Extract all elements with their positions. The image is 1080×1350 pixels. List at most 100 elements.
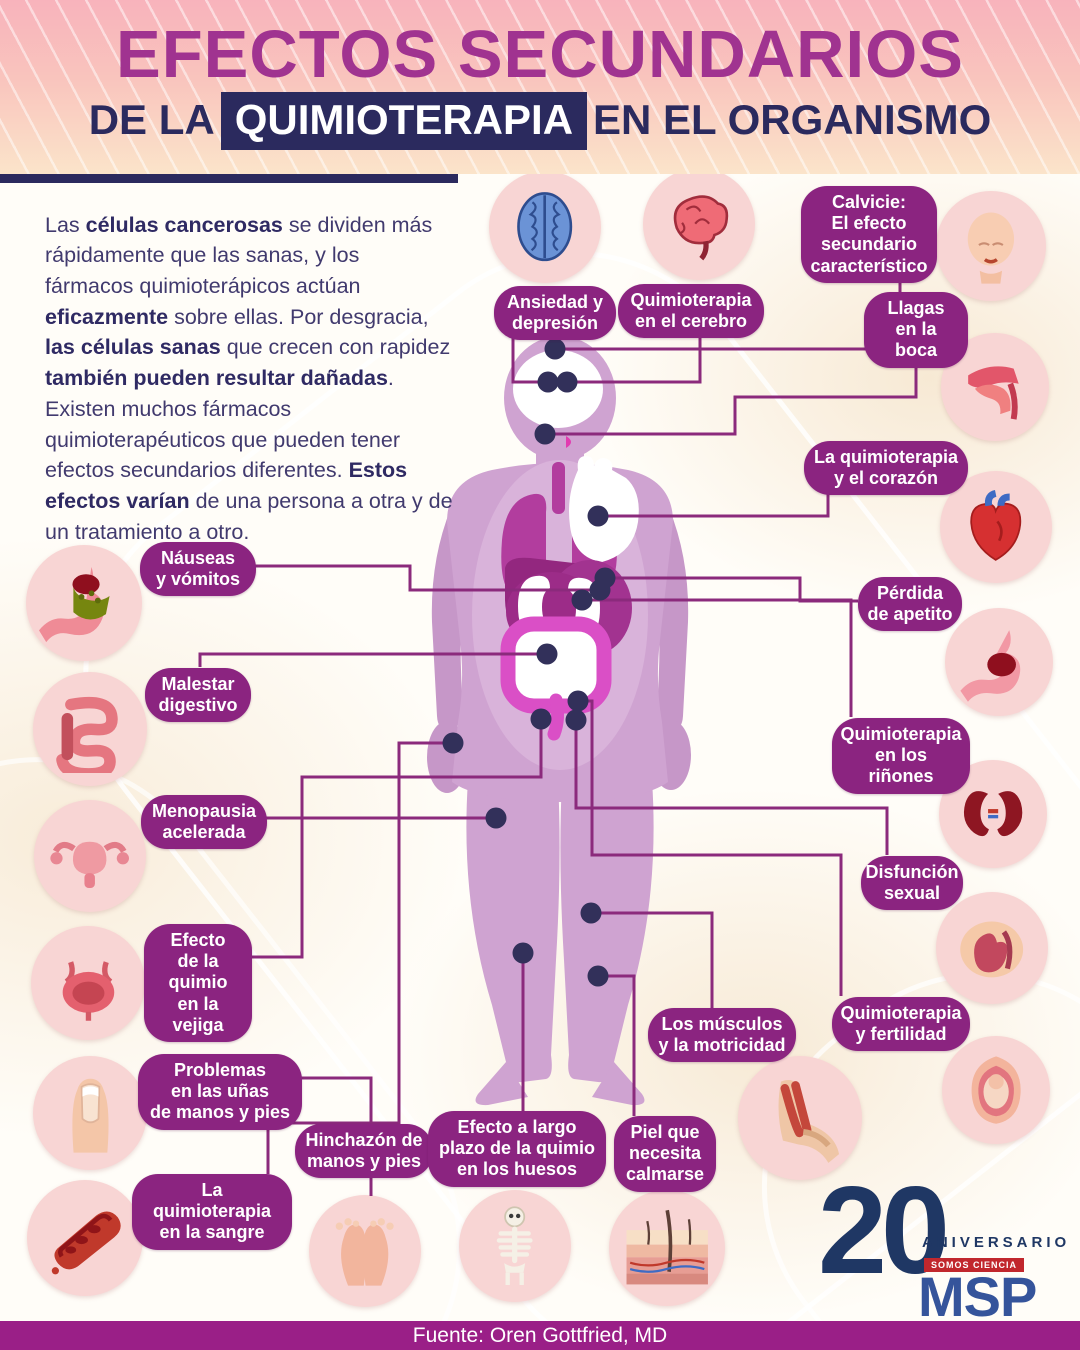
body-point	[530, 708, 552, 730]
organ-circle-skin-layers	[609, 1190, 725, 1306]
organ-circle-skeleton	[459, 1190, 571, 1302]
organ-circle-brain-top	[489, 171, 601, 283]
callout-vejiga: Efecto de la quimio en la vejiga	[144, 924, 252, 1043]
body-point	[534, 423, 556, 445]
intro-segment: . Existen muchos fármacos quimioterapéut…	[45, 366, 401, 483]
organ-circle-muscle-arm	[738, 1056, 862, 1180]
callout-nauseas: Náuseas y vómitos	[140, 542, 256, 597]
callout-ansiedad: Ansiedad y depresión	[494, 286, 616, 341]
intro-segment: Las	[45, 212, 86, 237]
mouth-throat-icon	[968, 366, 1019, 420]
fingernail-icon	[71, 1078, 109, 1153]
connector-line-musculos	[598, 974, 636, 1116]
page-title: EFECTOS SECUNDARIOS	[116, 17, 964, 92]
intestines-icon	[55, 696, 118, 774]
intro-segment: las células sanas	[45, 335, 221, 360]
body-point	[587, 965, 609, 987]
organ-circle-stomach-nausea	[26, 545, 142, 661]
brain-top-icon	[517, 192, 573, 262]
organ-circle-fingernail	[33, 1056, 147, 1170]
callout-piel: Piel que necesita calmarse	[614, 1116, 716, 1192]
kidneys-icon	[963, 791, 1023, 837]
intro-segment: de una persona a otra y de un tratamient…	[45, 489, 453, 544]
organ-circle-blood-vessel	[27, 1180, 143, 1296]
body-point	[580, 902, 602, 924]
connector-line-fertilidad	[198, 652, 547, 667]
body-point	[565, 709, 587, 731]
pelvis-icon	[960, 921, 1024, 978]
bald-head-icon	[967, 212, 1015, 284]
subtitle-post: EN EL ORGANISMO	[593, 96, 992, 143]
body-point	[589, 579, 611, 601]
intro-segment: se dividen más rápidamente que las sanas…	[45, 212, 433, 298]
connector-line-piel	[591, 911, 714, 1008]
callout-rinones: Quimioterapia en los riñones	[832, 718, 970, 794]
callout-sangre: La quimioterapia en la sangre	[132, 1174, 292, 1250]
organ-circle-feet	[309, 1195, 421, 1307]
connector-line-malestar-digestivo	[250, 719, 543, 959]
connector-line-ansiedad	[511, 334, 548, 384]
subtitle-highlight: QUIMIOTERAPIA	[220, 92, 588, 150]
organ-circle-pelvis	[936, 892, 1048, 1004]
organ-circle-fetus	[942, 1036, 1050, 1144]
body-point	[442, 732, 464, 754]
logo-somos-ciencia-badge: SOMOS CIENCIA	[924, 1258, 1025, 1272]
callout-musculos: Los músculos y la motricidad	[648, 1008, 796, 1063]
callout-llagas: Llagas en la boca	[864, 292, 968, 368]
uterus-icon	[50, 842, 130, 889]
logo-msp: MSP	[918, 1265, 1037, 1328]
intro-paragraph: Las células cancerosas se dividen más rá…	[45, 210, 453, 548]
fetus-icon	[971, 1056, 1021, 1124]
callout-apetito: Pérdida de apetito	[858, 577, 962, 632]
callout-corazon: La quimioterapia y el corazón	[804, 441, 968, 496]
organ-circle-uterus	[34, 800, 146, 912]
organ-circle-bald-head	[936, 191, 1046, 301]
connector-line-rinones	[582, 598, 853, 717]
callout-malestar-digestivo: Malestar digestivo	[145, 668, 251, 723]
body-point	[571, 589, 593, 611]
callout-calvicie: Calvicie: El efecto secundario caracterí…	[801, 186, 937, 283]
callout-unas: Problemas en las uñas de manos y pies	[138, 1054, 302, 1130]
body-points	[442, 338, 616, 987]
callout-huesos: Efecto a largo plazo de la quimio en los…	[428, 1111, 606, 1187]
feet-icon	[335, 1218, 394, 1286]
body-silhouette	[427, 336, 691, 1106]
body-point	[536, 643, 558, 665]
body-point	[567, 690, 589, 712]
body-point	[544, 338, 566, 360]
connector-line-apetito	[605, 576, 858, 603]
bladder-icon	[62, 960, 114, 1021]
logo-aniversario: ANIVERSARIO	[922, 1234, 1071, 1251]
intro-segment: sobre ellas. Por desgracia,	[168, 304, 429, 329]
body-point	[556, 371, 578, 393]
connector-line-cerebro	[567, 335, 702, 384]
intro-segment: eficazmente	[45, 304, 169, 329]
source-text: Fuente: Oren Gottfried, MD	[412, 1323, 668, 1347]
blood-vessel-icon	[51, 1211, 121, 1275]
callout-hinchazon: Hinchazón de manos y pies	[295, 1124, 433, 1179]
body-point	[537, 371, 559, 393]
intro-segment: células cancerosas	[85, 212, 283, 237]
subtitle-pre: DE LA	[88, 96, 215, 143]
heart-icon	[970, 490, 1022, 562]
organ-circle-intestines	[33, 672, 147, 786]
callout-cerebro: Quimioterapia en el cerebro	[618, 284, 764, 339]
brain-side-icon	[674, 195, 729, 261]
header-underline-bar	[0, 174, 458, 183]
skin-layers-icon	[626, 1209, 708, 1285]
connector-line-corazon	[598, 492, 830, 518]
organ-circle-stomach	[945, 608, 1053, 716]
intro-segment: Estos efectos varían	[45, 458, 408, 514]
callout-menopausia: Menopausia acelerada	[141, 795, 267, 850]
body-point	[587, 505, 609, 527]
stomach-icon	[960, 629, 1021, 702]
logo-20: 20	[818, 1162, 950, 1300]
msp-anniversary-logo: 20 ANIVERSARIO SOMOS CIENCIA MSP	[818, 1162, 1076, 1328]
muscle-arm-icon	[778, 1079, 839, 1163]
organ-circle-bladder	[31, 926, 145, 1040]
connector-line-vejiga	[578, 699, 843, 996]
connector-line-disfuncion-sexual	[255, 564, 600, 592]
callout-disfuncion-sexual: Disfunción sexual	[861, 856, 963, 911]
